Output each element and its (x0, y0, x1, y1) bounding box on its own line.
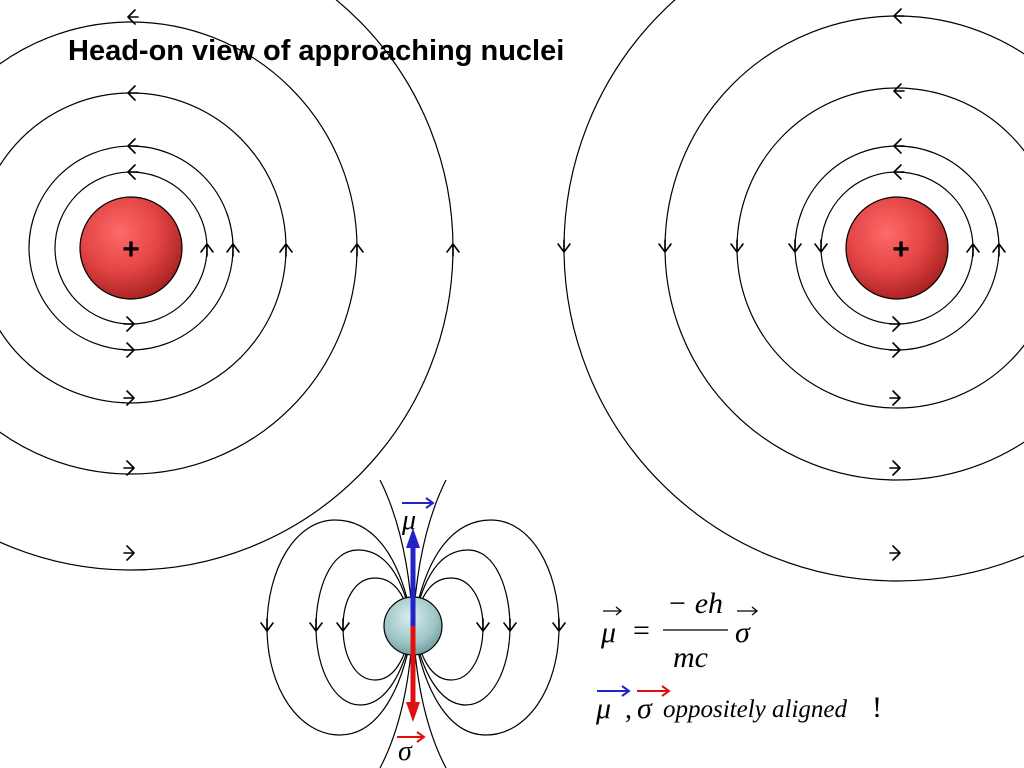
right-inner-up-arrows (966, 243, 1006, 257)
equation-denominator: mc (673, 641, 708, 674)
sigma-label: σ (397, 731, 426, 767)
left-top-arrows (127, 9, 139, 180)
equation-equals: = (633, 614, 650, 647)
spin-arrow (406, 626, 420, 722)
note-comma: , (625, 694, 632, 725)
right-top-arrows (893, 8, 905, 180)
right-bottom-arrows (889, 316, 901, 561)
right-nucleus-charge: + (892, 233, 910, 266)
equation: μ = − eh mc σ (600, 587, 759, 674)
note-text: oppositely aligned (663, 696, 847, 723)
note-exclaim: ! (872, 691, 882, 724)
left-nucleus-field (0, 0, 460, 571)
equation-rhs: σ (735, 616, 751, 649)
mu-label: μ (401, 497, 435, 536)
magnetic-moment-arrow (406, 528, 420, 626)
page-title: Head-on view of approaching nuclei (68, 35, 564, 67)
left-nucleus-charge: + (122, 233, 140, 266)
left-side-arrows (200, 243, 460, 257)
aligned-note: μ , σ oppositely aligned ! (595, 685, 882, 725)
right-field-line-5 (563, 0, 1024, 582)
mu-symbol: μ (401, 505, 416, 536)
right-nucleus-field (557, 0, 1024, 582)
note-mu: μ (595, 692, 611, 725)
left-bottom-arrows (123, 316, 135, 561)
equation-lhs: μ (600, 616, 616, 649)
right-nucleus: + (845, 196, 949, 300)
sigma-symbol: σ (398, 736, 413, 767)
equation-numerator: − eh (667, 587, 723, 620)
note-sigma: σ (637, 692, 653, 725)
right-side-arrows (557, 239, 828, 253)
left-nucleus: + (79, 196, 183, 300)
